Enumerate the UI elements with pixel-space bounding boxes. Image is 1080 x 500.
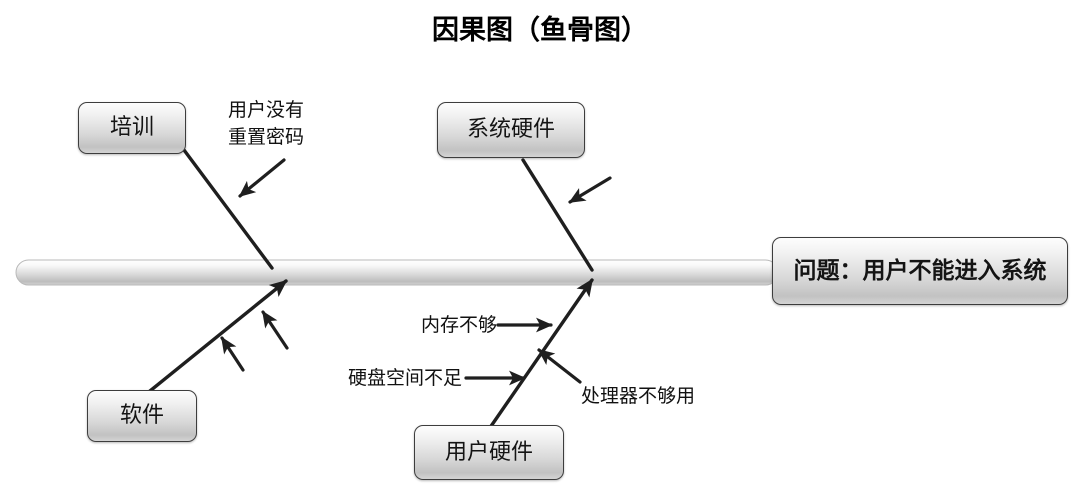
cause-arrow-system-hw-unlabeled xyxy=(568,176,612,204)
category-box-software[interactable]: 软件 xyxy=(87,390,197,442)
cause-label-memory-low-text: 内存不够 xyxy=(421,314,498,336)
cause-arrow-no-password-reset xyxy=(238,158,286,198)
cause-label-disk-space-low: 硬盘空间不足 xyxy=(348,366,462,391)
cause-label-no-password-reset-line2: 重置密码 xyxy=(228,126,305,148)
page-title: 因果图（鱼骨图） xyxy=(432,15,648,46)
branch-line-training xyxy=(182,148,274,270)
cause-label-disk-space-low-text: 硬盘空间不足 xyxy=(348,367,463,389)
cause-arrow-software-2 xyxy=(261,310,289,350)
cause-label-memory-low: 内存不够 xyxy=(421,313,497,338)
cause-label-no-password-reset-line1: 用户没有 xyxy=(228,99,305,121)
category-label-training: 培训 xyxy=(109,115,154,140)
problem-statement-box[interactable]: 问题：用户不能进入系统 xyxy=(772,237,1068,305)
branch-line-user-hardware xyxy=(485,278,594,434)
category-box-training[interactable]: 培训 xyxy=(78,102,186,154)
spine xyxy=(15,259,779,286)
category-box-user-hardware[interactable]: 用户硬件 xyxy=(414,425,564,480)
category-box-system-hw[interactable]: 系统硬件 xyxy=(437,102,585,158)
branch-line-system-hw xyxy=(521,158,594,272)
cause-label-cpu-weak: 处理器不够用 xyxy=(581,384,695,409)
problem-statement-label: 问题：用户不能进入系统 xyxy=(793,257,1047,284)
category-label-user-hardware: 用户硬件 xyxy=(444,439,533,465)
category-label-software: 软件 xyxy=(119,403,164,428)
cause-arrow-software-1 xyxy=(220,336,245,372)
branch-line-software xyxy=(143,279,288,397)
cause-label-cpu-weak-text: 处理器不够用 xyxy=(581,385,696,407)
cause-label-no-password-reset: 用户没有 重置密码 xyxy=(228,97,304,151)
category-label-system-hw: 系统硬件 xyxy=(466,117,555,142)
cause-arrow-cpu-weak xyxy=(537,348,582,384)
